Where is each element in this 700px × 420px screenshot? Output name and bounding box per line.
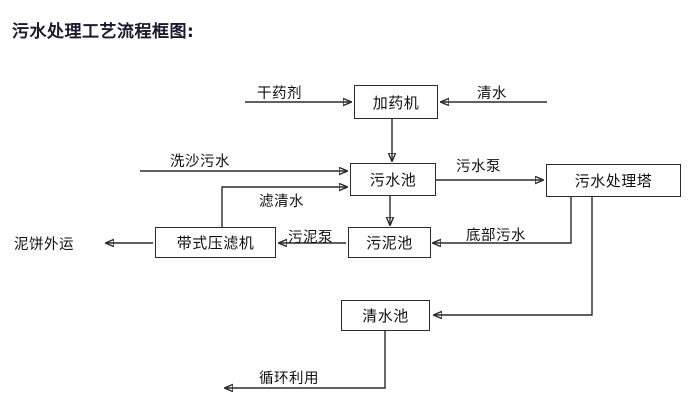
terminal-label-recycle-reuse: 循环利用 (259, 371, 319, 387)
edge-label-dry-chemical: 干药剂 (257, 86, 302, 102)
node-dosing-machine[interactable]: 加药机 (354, 85, 438, 119)
node-clean-water-pool[interactable]: 清水池 (341, 300, 430, 331)
node-wastewater-pool[interactable]: 污水池 (350, 163, 436, 196)
edge-tower-to-clean-water-pool (434, 197, 593, 315)
edge-label-sludge-pump: 污泥泵 (288, 230, 333, 246)
edge-clean-water-pool-to-recycle (225, 331, 386, 388)
node-sludge-pool[interactable]: 污泥池 (348, 227, 431, 258)
node-treatment-tower[interactable]: 污水处理塔 (546, 164, 681, 197)
edge-filtered-water-to-wastewater-pool (221, 187, 347, 227)
edge-label-bottom-wastewater: 底部污水 (466, 228, 526, 244)
node-belt-filter-press[interactable]: 带式压滤机 (155, 227, 276, 258)
edge-bottom-wastewater-to-sludge-pool (433, 197, 572, 243)
edge-label-filtered-clear-water: 滤清水 (259, 194, 304, 210)
terminal-label-mud-cake-out: 泥饼外运 (14, 237, 74, 253)
edge-label-clean-water: 清水 (477, 86, 507, 102)
edge-label-sandwash-wastewater: 洗沙污水 (170, 154, 230, 170)
edge-label-wastewater-pump: 污水泵 (456, 159, 501, 175)
page-title: 污水处理工艺流程框图: (12, 22, 195, 42)
